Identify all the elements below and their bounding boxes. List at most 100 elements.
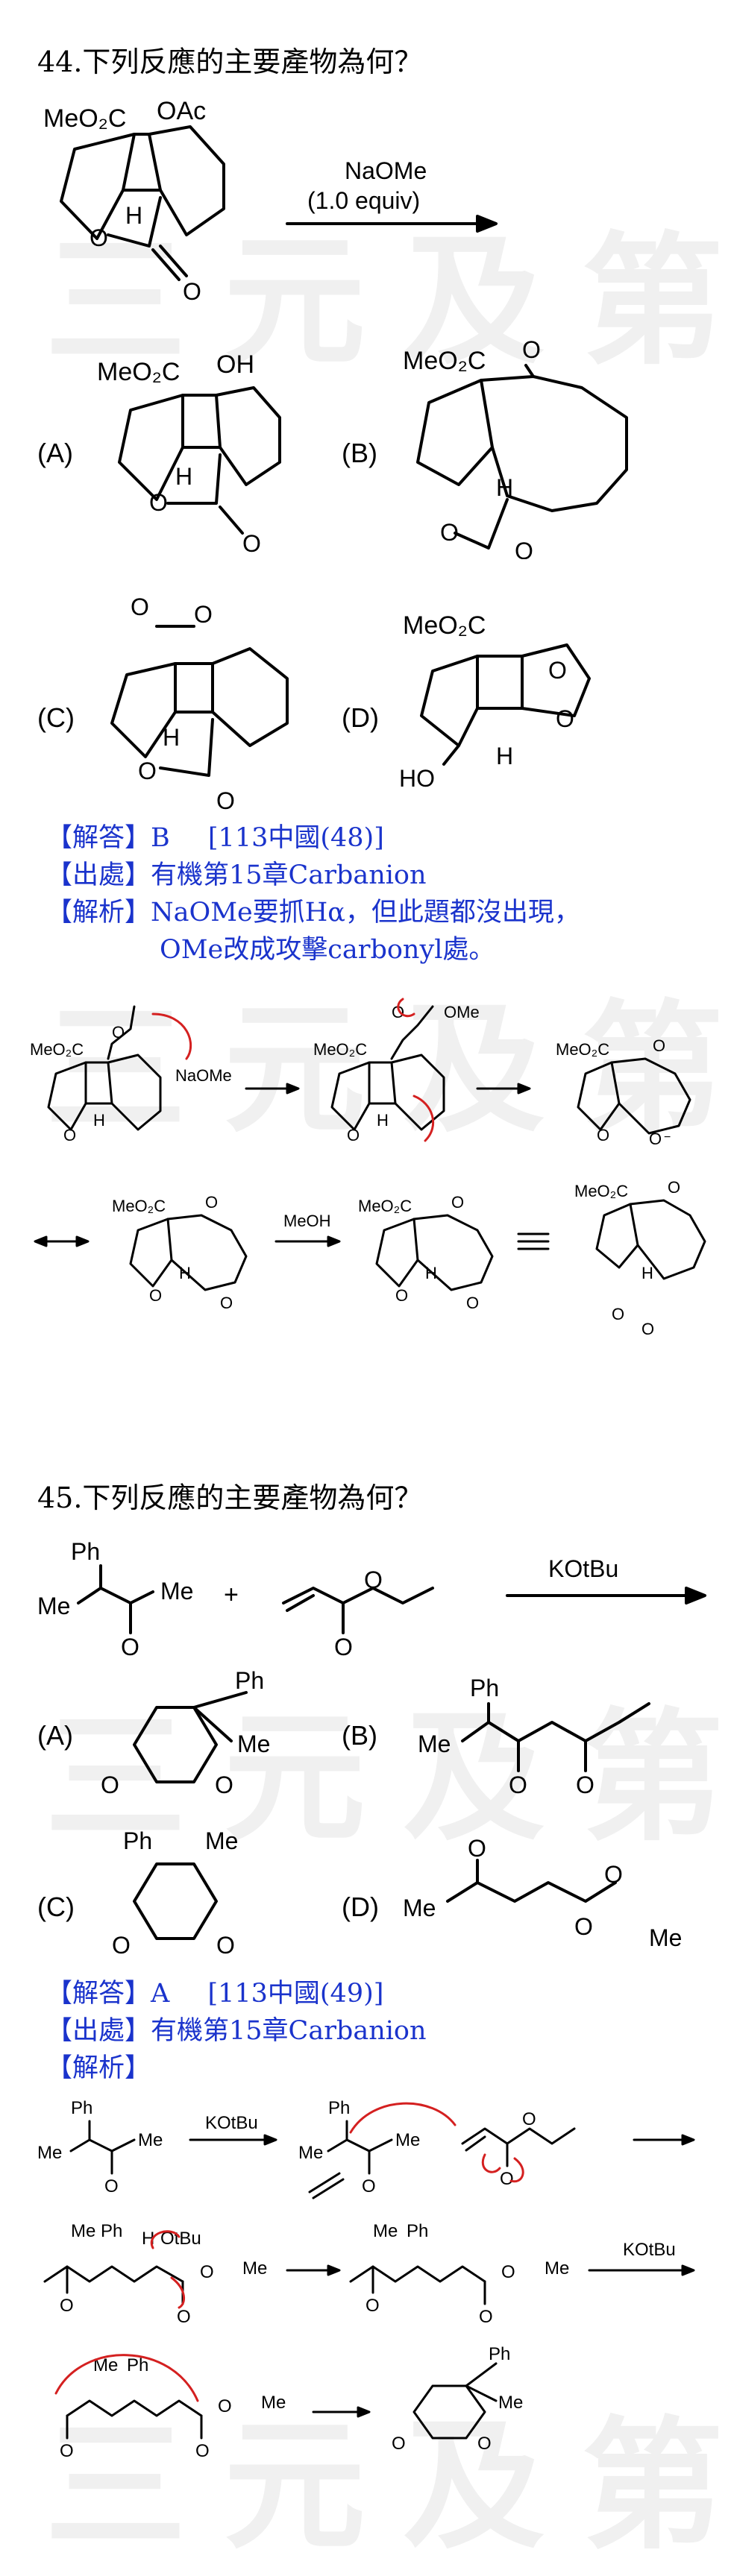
label-me: Me: [403, 1895, 436, 1921]
label-o: O: [90, 224, 108, 251]
label-o: O: [612, 1305, 624, 1323]
label-o: O: [138, 758, 157, 784]
label-o: O: [60, 2441, 74, 2461]
arrow-red: [349, 2102, 457, 2134]
arrow-red: [151, 1013, 192, 1060]
document-page: 三元及第 三元及第 三元及第 三元及第 44.下列反應的主要產物為何？ MeO₂…: [30, 45, 731, 2569]
reagent-kotbu: KOtBu: [623, 2240, 676, 2260]
label-o: O: [205, 1193, 218, 1212]
label-h: H: [163, 724, 180, 751]
label-o: O: [60, 2296, 74, 2316]
label-o: O: [515, 538, 533, 559]
q45-options: (A) Ph Me O O (B) Ph Me O O (C) Ph Me O …: [37, 1670, 682, 1959]
label-o: O: [149, 489, 168, 516]
option-d-label: (D): [342, 702, 379, 733]
answer-tag: 【解答】: [46, 823, 151, 853]
label-o: O: [194, 601, 213, 628]
watermark: 三元及第: [45, 1694, 731, 1860]
label-o: O: [548, 657, 567, 684]
analysis-tag: 【解析】: [46, 898, 151, 928]
label-o: O: [574, 1913, 593, 1940]
label-meo2c: MeO₂C: [556, 1040, 609, 1059]
label-oh: OH: [216, 350, 254, 379]
label-me: Me: [545, 2258, 569, 2279]
label-ph: Ph: [101, 2221, 122, 2241]
label-me: Me: [160, 1578, 193, 1605]
q44-origin-line: 【出處】有機第15章Carbanion: [46, 854, 427, 892]
label-o: O: [500, 2169, 514, 2189]
label-o: O: [200, 2262, 214, 2282]
answer-tag: 【解答】: [46, 1979, 151, 2009]
label-meo2c: MeO₂C: [43, 104, 126, 133]
label-me: Me: [498, 2393, 523, 2413]
label-o: O: [366, 2296, 380, 2316]
label-me: Me: [242, 2258, 267, 2279]
q44-reaction-scheme: MeO₂C OAc O H O NaOMe (1.0 equiv): [43, 97, 498, 305]
label-h: H: [425, 1264, 437, 1282]
label-plus: +: [224, 1581, 239, 1609]
q45-origin-line: 【出處】有機第15章Carbanion: [46, 2009, 427, 2047]
arrow-red: [509, 2157, 524, 2183]
label-o: O: [149, 1286, 162, 1305]
label-o: O: [242, 530, 261, 557]
label-h: H: [175, 463, 192, 490]
label-o: O: [597, 1126, 609, 1144]
label-h: H: [93, 1111, 105, 1130]
label-o: O: [121, 1634, 139, 1660]
answer-value: A: [151, 1979, 170, 2009]
label-o: O: [347, 1126, 360, 1144]
option-c-label: (C): [37, 702, 75, 733]
label-o: O: [216, 787, 235, 813]
q45-answer-line: 【解答】A [113中國(49)]: [46, 1972, 383, 2010]
origin-tag: 【出處】: [46, 860, 151, 890]
watermark: 三元及第: [45, 218, 731, 384]
answer-value: B: [151, 823, 170, 853]
label-o: O: [392, 1003, 404, 1021]
label-meo2c: MeO₂C: [403, 611, 486, 640]
label-meo2c: MeO₂C: [30, 1040, 84, 1059]
label-o: O: [392, 2434, 406, 2454]
option-d-label: (D): [342, 1892, 379, 1922]
label-ph: Ph: [407, 2221, 428, 2241]
label-h: H: [125, 202, 142, 229]
label-me: Me: [418, 1731, 451, 1757]
label-me: Me: [138, 2130, 163, 2150]
label-meo2c: MeO₂C: [574, 1182, 628, 1200]
arrow-red: [54, 2354, 199, 2402]
label-o: O: [522, 2109, 536, 2129]
label-o: O: [364, 1566, 383, 1593]
arrow-red: [397, 998, 415, 1017]
option-a-label: (A): [37, 1720, 73, 1751]
label-ph: Ph: [470, 1675, 499, 1701]
label-o: O: [604, 1861, 623, 1888]
label-h: H: [496, 474, 513, 501]
label-o: O: [477, 2434, 492, 2454]
label-me: Me: [205, 1827, 238, 1854]
reagent-kotbu: KOtBu: [548, 1555, 618, 1582]
label-h: H: [377, 1111, 389, 1130]
arrow-red: [412, 1095, 435, 1142]
label-h: H: [641, 1264, 653, 1282]
label-o: O: [104, 2176, 119, 2196]
label-o: O: [509, 1772, 527, 1798]
label-o: O: [466, 1294, 479, 1312]
label-o: O: [216, 1932, 235, 1959]
label-minus: −: [664, 1131, 671, 1144]
q44-answer-line: 【解答】B [113中國(48)]: [46, 816, 384, 854]
label-me: Me: [261, 2393, 286, 2413]
q44-options-cd: (C) O O O H O (D) MeO₂C O O HO H: [37, 593, 591, 813]
origin-value: 有機第15章Carbanion: [151, 2016, 427, 2046]
answer-source-ref: [113中國(49)]: [207, 1979, 384, 2009]
arrow-red: [482, 2153, 501, 2173]
q45-mechanism: Ph Me O Me KOtBu Ph Me O Me O O Me Ph O: [37, 2098, 695, 2461]
q44-mechanism-row-1: MeO₂C O NaOMe O H MeO₂C O OMe O H MeO₂C …: [30, 998, 691, 1148]
label-o: O: [653, 1036, 665, 1055]
analysis-tag: 【解析】: [46, 2053, 151, 2083]
label-ph: Ph: [71, 1538, 100, 1565]
label-o: O: [468, 1835, 486, 1862]
label-o: O: [668, 1178, 680, 1197]
label-o: O: [362, 2176, 376, 2196]
q45-reaction-scheme: Ph Me Me O + O O KOtBu: [37, 1538, 706, 1660]
label-ho: HO: [399, 765, 435, 792]
label-o: O: [576, 1772, 594, 1798]
